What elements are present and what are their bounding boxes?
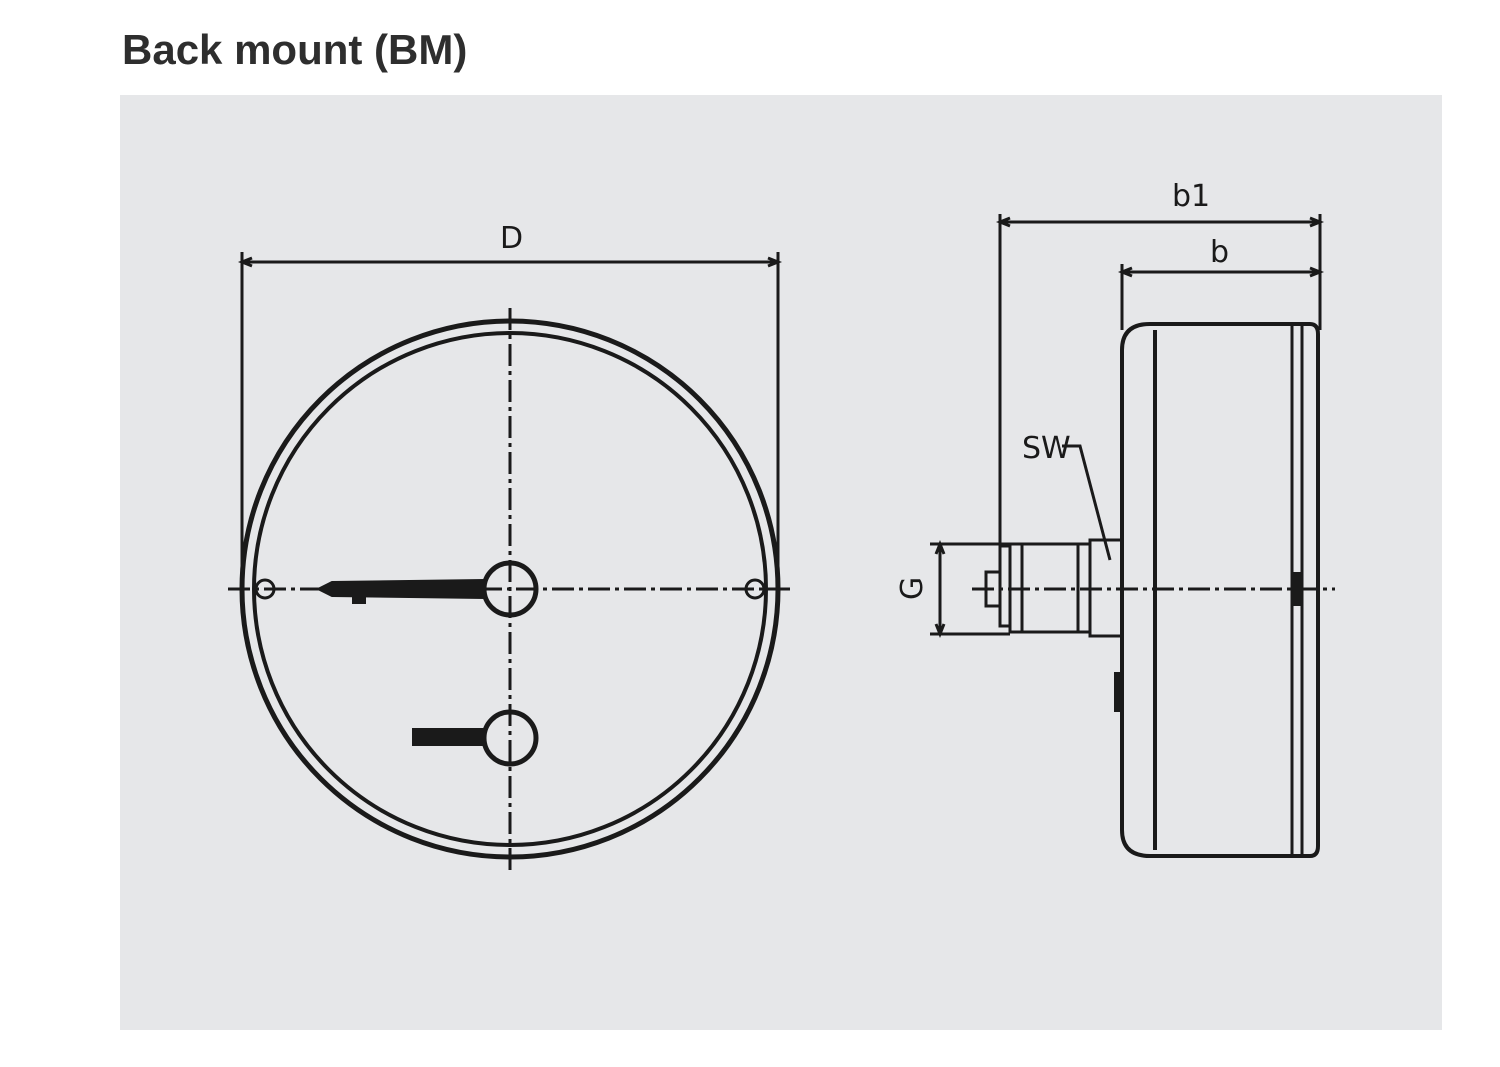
dimension-b bbox=[1117, 264, 1325, 330]
drawing-panel bbox=[120, 95, 1442, 1030]
gauge-bezel-inner bbox=[252, 331, 768, 847]
dimension-g bbox=[930, 539, 1010, 639]
label-g: G bbox=[895, 577, 930, 600]
gauge-case-side bbox=[1120, 322, 1320, 858]
label-sw: SW bbox=[1022, 431, 1071, 466]
dimension-d bbox=[237, 252, 783, 600]
pointer-needle bbox=[315, 578, 485, 600]
dimension-b1 bbox=[995, 214, 1325, 560]
sw-leader bbox=[1062, 444, 1112, 561]
label-d: D bbox=[500, 221, 523, 256]
section-title: Back mount (BM) bbox=[122, 26, 468, 73]
label-b1: b1 bbox=[1172, 179, 1210, 214]
zero-adjust-arm bbox=[412, 728, 484, 746]
front-view bbox=[228, 252, 792, 870]
label-b: b bbox=[1210, 235, 1229, 270]
side-view bbox=[930, 214, 1335, 858]
